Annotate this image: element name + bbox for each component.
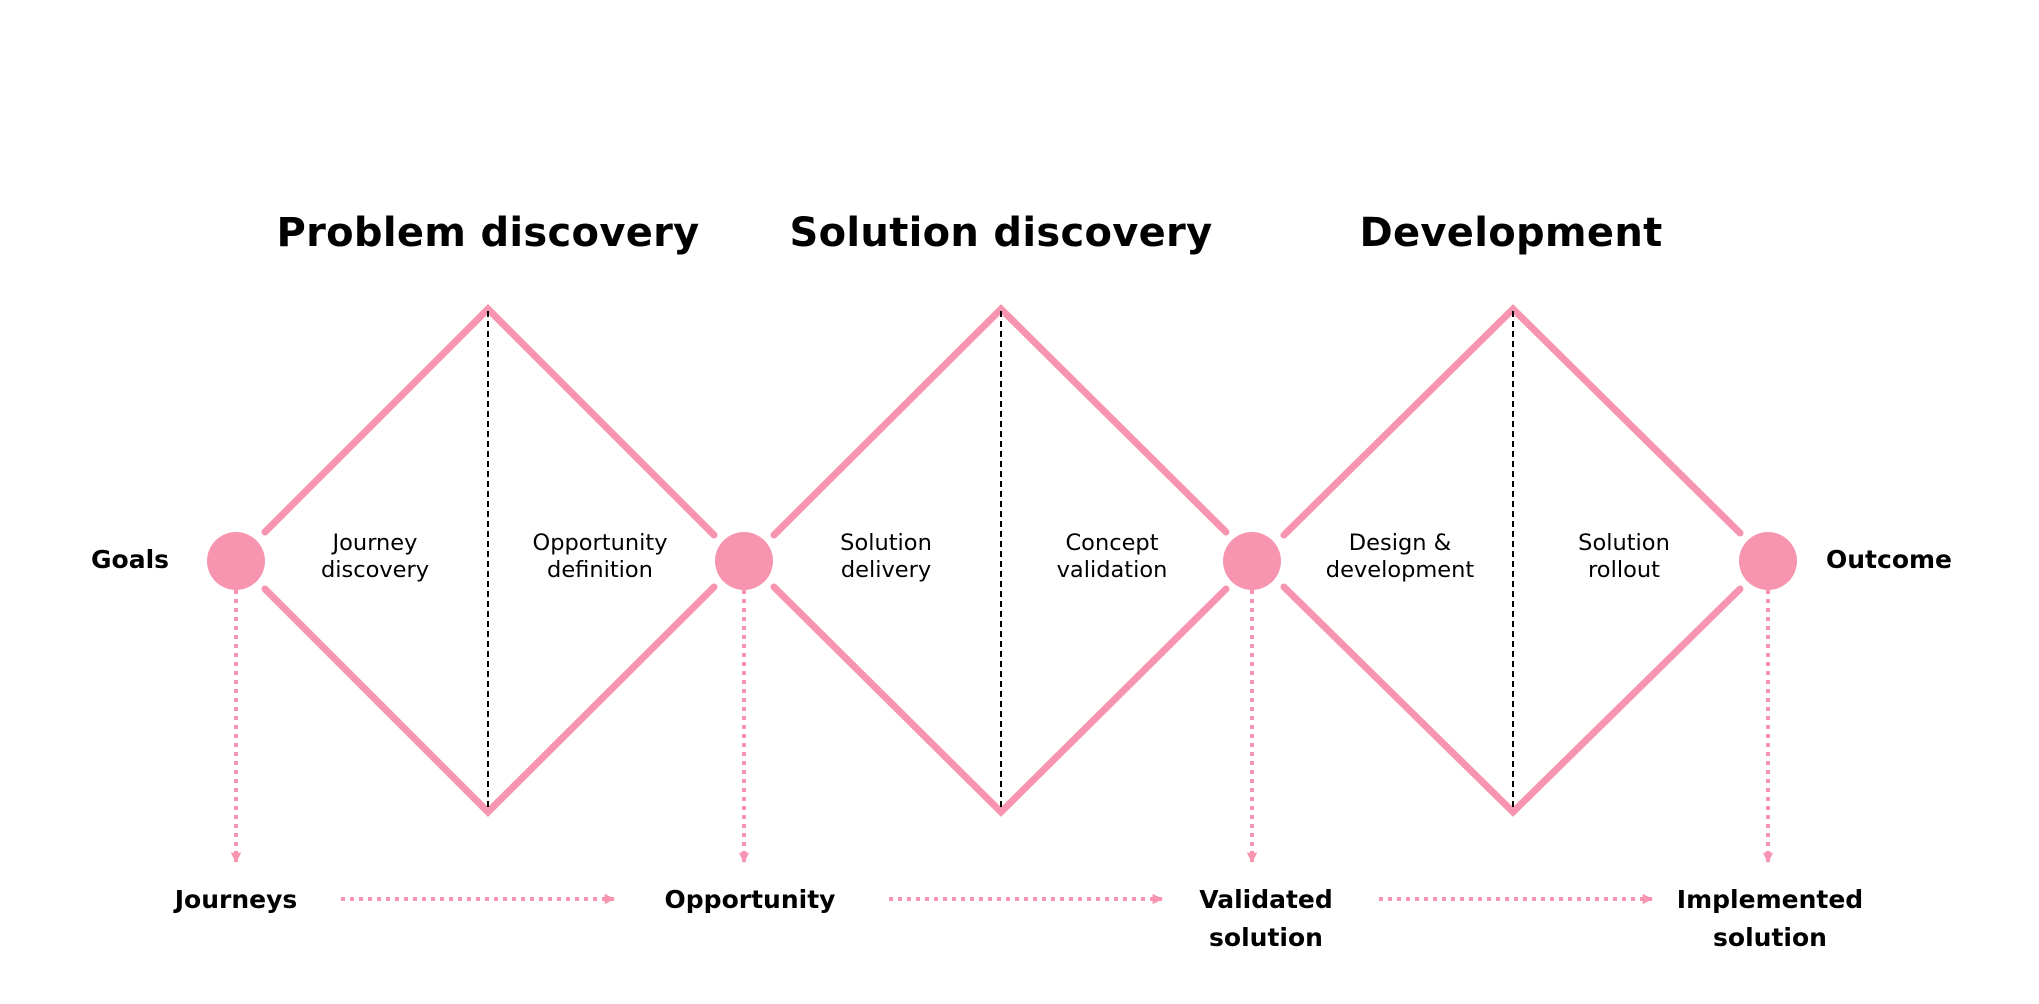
diamond-lower-edge xyxy=(1280,583,1744,817)
node-opportunity xyxy=(715,532,773,590)
diamond-development xyxy=(1280,304,1744,817)
diamond-upper-edge xyxy=(770,304,1230,539)
start-label-goals: Goals xyxy=(91,545,170,574)
end-label-outcome: Outcome xyxy=(1826,545,1953,574)
diamond-upper-edge xyxy=(1280,304,1744,539)
phase-title-development: Development xyxy=(1359,210,1663,256)
output-journeys: Journeys xyxy=(174,885,298,914)
stage-label-design-development: Design &development xyxy=(1325,530,1475,583)
phase-title-solution-discovery: Solution discovery xyxy=(789,210,1213,256)
node-goals xyxy=(207,532,265,590)
diamond-lower-edge xyxy=(770,583,1230,817)
diamond-solution-discovery xyxy=(770,304,1230,817)
phase-title-problem-discovery: Problem discovery xyxy=(276,210,700,256)
diamond-problem-discovery xyxy=(261,304,718,817)
diamond-upper-edge xyxy=(261,304,718,539)
output-opportunity: Opportunity xyxy=(664,885,836,914)
diamond-lower-edge xyxy=(261,583,718,817)
node-validated-solution xyxy=(1223,532,1281,590)
node-outcome xyxy=(1739,532,1797,590)
